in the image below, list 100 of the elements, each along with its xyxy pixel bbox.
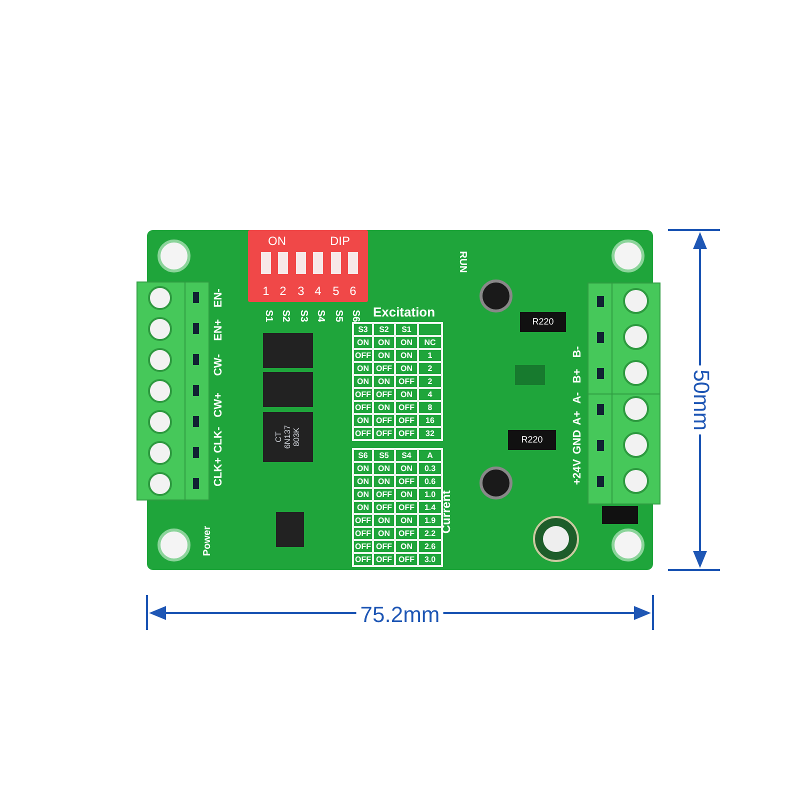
table-cell: 16: [418, 414, 442, 427]
silkscreen-label: S6: [350, 310, 360, 322]
table-cell: OFF: [395, 527, 418, 540]
table-cell: OFF: [353, 401, 373, 414]
silkscreen-label: EN-: [214, 288, 224, 308]
table-cell: OFF: [395, 414, 418, 427]
silkscreen-label: ON: [268, 235, 286, 247]
table-cell: ON: [353, 336, 373, 349]
table-cell: ON: [353, 414, 373, 427]
table-cell: 1: [418, 349, 442, 362]
table-cell: OFF: [353, 553, 373, 566]
table-cell: 0.3: [418, 462, 442, 475]
silkscreen-label: CLK-: [214, 426, 224, 454]
silkscreen-label: S4: [315, 310, 325, 322]
silkscreen-label: S3: [298, 310, 308, 322]
silkscreen-label: R220: [521, 436, 543, 444]
table-cell: S3: [353, 323, 373, 336]
silkscreen-label: 6: [350, 285, 356, 297]
table-cell: ON: [395, 462, 418, 475]
table-cell: ON: [373, 514, 395, 527]
silkscreen-label: S5: [333, 310, 343, 322]
table-cell: ON: [353, 375, 373, 388]
table-cell: ON: [353, 462, 373, 475]
table-cell: OFF: [353, 540, 373, 553]
silkscreen-label: Excitation: [372, 306, 436, 318]
table-cell: OFF: [395, 427, 418, 440]
table-cell: OFF: [373, 488, 395, 501]
table-cell: OFF: [395, 375, 418, 388]
silkscreen-label: 6N137: [284, 425, 292, 449]
table-cell: S6: [353, 449, 373, 462]
table-cell: A: [418, 449, 442, 462]
table-cell: ON: [395, 336, 418, 349]
table-cell: OFF: [373, 427, 395, 440]
table-cell: ON: [395, 349, 418, 362]
table-cell: ON: [353, 501, 373, 514]
table-cell: OFF: [395, 553, 418, 566]
silkscreen-label: 1: [262, 285, 270, 297]
table-cell: 3.0: [418, 553, 442, 566]
silkscreen-label: CLK+: [214, 457, 224, 487]
silkscreen-label: CW-: [214, 354, 224, 376]
silkscreen-label: CT: [275, 432, 283, 442]
table-cell: OFF: [353, 514, 373, 527]
silkscreen-label: S2: [280, 310, 290, 322]
table-cell: OFF: [353, 349, 373, 362]
table-cell: OFF: [353, 427, 373, 440]
table-cell: ON: [395, 540, 418, 553]
table-cell: ON: [373, 475, 395, 488]
silkscreen-label: B-: [572, 346, 584, 358]
table-cell: ON: [353, 362, 373, 375]
table-cell: 2: [418, 362, 442, 375]
silkscreen-label: A-: [572, 392, 584, 404]
table-cell: OFF: [373, 414, 395, 427]
table-cell: 4: [418, 388, 442, 401]
silkscreen-label: 3: [298, 285, 304, 297]
table-cell: 2: [418, 375, 442, 388]
silkscreen-label: S1: [263, 310, 273, 322]
silkscreen-label: R220: [532, 318, 554, 326]
table-cell: 2.2: [418, 527, 442, 540]
table-cell: 1.0: [418, 488, 442, 501]
table-cell: OFF: [353, 388, 373, 401]
table-cell: OFF: [373, 362, 395, 375]
table-cell: ON: [373, 349, 395, 362]
table-cell: OFF: [395, 401, 418, 414]
table-cell: 32: [418, 427, 442, 440]
table-cell: ON: [373, 375, 395, 388]
table-cell: OFF: [353, 527, 373, 540]
table-cell: OFF: [373, 553, 395, 566]
silkscreen-label: CW+: [214, 392, 224, 418]
silkscreen-label: RUN: [457, 251, 467, 273]
table-cell: OFF: [395, 475, 418, 488]
table-cell: ON: [395, 388, 418, 401]
table-cell: 2.6: [418, 540, 442, 553]
silkscreen-label: B+: [572, 368, 584, 384]
silkscreen-label: DIP: [330, 235, 350, 247]
table-cell: ON: [353, 488, 373, 501]
silkscreen-label: 803K: [293, 428, 301, 446]
table-cell: S1: [395, 323, 418, 336]
table-cell: ON: [373, 527, 395, 540]
silkscreen-label: 5: [332, 285, 340, 297]
table-cell: S4: [395, 449, 418, 462]
table-cell: 1.4: [418, 501, 442, 514]
table-cell: S5: [373, 449, 395, 462]
silkscreen-label: Power: [203, 526, 213, 556]
silkscreen-label: A+: [572, 410, 584, 426]
table-cell: 0.6: [418, 475, 442, 488]
silkscreen-label: Current: [440, 490, 452, 534]
table-cell: ON: [395, 514, 418, 527]
silkscreen-label: 4: [314, 285, 322, 297]
table-cell: ON: [373, 336, 395, 349]
table-cell: ON: [373, 462, 395, 475]
table-cell: OFF: [373, 388, 395, 401]
table-cell: ON: [373, 401, 395, 414]
table-cell: NC: [418, 336, 442, 349]
silkscreen-label: GND: [572, 430, 584, 454]
table-cell: ON: [395, 488, 418, 501]
table-cell: ON: [395, 362, 418, 375]
table-cell: 1.9: [418, 514, 442, 527]
table-cell: 8: [418, 401, 442, 414]
table-cell: OFF: [373, 501, 395, 514]
table-cell: S2: [373, 323, 395, 336]
